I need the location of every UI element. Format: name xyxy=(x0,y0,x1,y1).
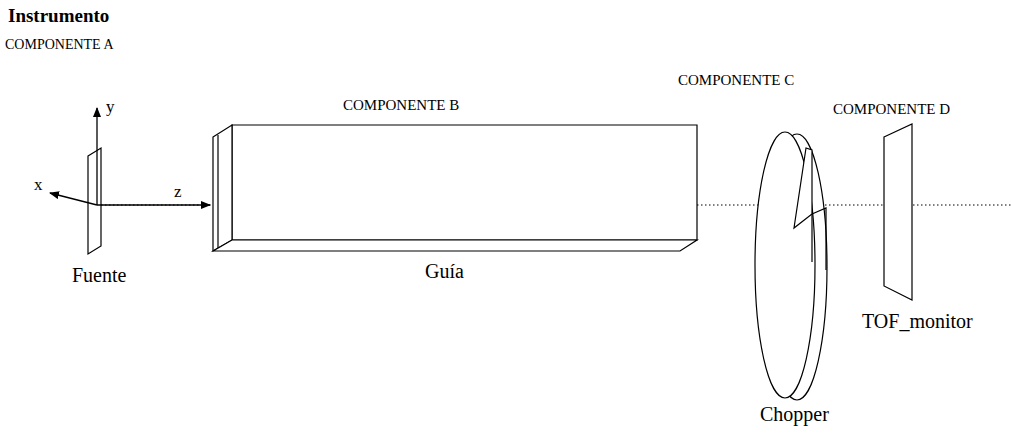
z-axis xyxy=(97,204,210,205)
source-plane xyxy=(88,148,101,254)
axis-label: x xyxy=(34,176,43,195)
axis-label: y xyxy=(106,98,115,117)
page-title: Instrumento xyxy=(8,6,109,27)
component-label: COMPONENTE B xyxy=(343,97,459,114)
axis-label: z xyxy=(174,183,182,202)
chopper-disk xyxy=(755,132,827,400)
guide-box xyxy=(213,125,697,251)
component-label: COMPONENTE D xyxy=(833,101,950,118)
part-name: TOF_monitor xyxy=(862,310,973,332)
part-name: Chopper xyxy=(760,403,829,425)
component-label: COMPONENTE A xyxy=(5,37,114,52)
part-name: Fuente xyxy=(72,264,126,286)
component-label: COMPONENTE C xyxy=(678,72,794,89)
x-axis xyxy=(50,193,97,205)
part-name: Guía xyxy=(425,260,464,282)
y-axis xyxy=(96,108,97,205)
tof-monitor-plane xyxy=(884,124,912,300)
